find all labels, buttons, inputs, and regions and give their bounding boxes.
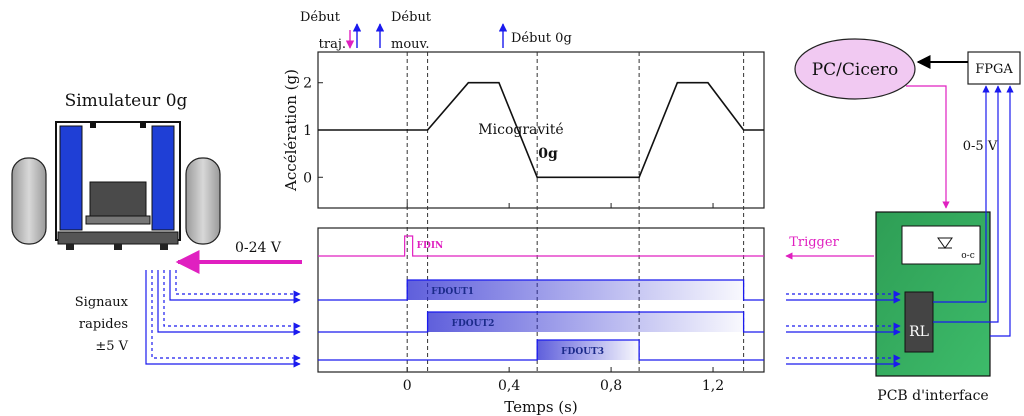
right-tank-icon bbox=[185, 157, 221, 245]
x-tick-label: 1,2 bbox=[702, 378, 724, 394]
fdout1-fill bbox=[407, 280, 744, 300]
signals-chart: Temps (s) 0 0,4 0,8 1,2 FDIN FDOUT1FDOUT2FDOU… bbox=[317, 227, 765, 416]
fdin-label: FDIN bbox=[417, 241, 444, 251]
signals-label-line3: ±5 V bbox=[95, 339, 128, 354]
fdout2-fill bbox=[427, 312, 744, 332]
fdout3-fill bbox=[537, 340, 640, 360]
pc-label: PC/Cicero bbox=[812, 60, 899, 80]
fdout2-label: FDOUT2 bbox=[452, 319, 495, 329]
fdout1-trace bbox=[318, 279, 764, 301]
fpga-label: FPGA bbox=[975, 62, 1013, 77]
fdout2-trace bbox=[318, 311, 764, 333]
fdout3-label: FDOUT3 bbox=[561, 347, 604, 357]
pc-node bbox=[794, 38, 916, 100]
left-tank-icon bbox=[11, 157, 47, 245]
x-tick-label: 0,8 bbox=[600, 378, 622, 394]
acceleration-series-line bbox=[318, 81, 764, 179]
x-tick-label: 0,4 bbox=[498, 378, 520, 394]
oc-label: o-c bbox=[961, 251, 975, 261]
debut-traj-label-line2: traj. bbox=[319, 37, 346, 52]
simulator-base-icon bbox=[57, 231, 179, 245]
debut-0g-label: Début 0g bbox=[511, 31, 572, 46]
foot-icon bbox=[66, 244, 74, 250]
pc-trigger-line bbox=[906, 85, 950, 209]
simulator-title: Simulateur 0g bbox=[65, 91, 188, 111]
fpga-node bbox=[967, 51, 1021, 85]
event-labels: Début traj. Début mouv. Début 0g bbox=[300, 10, 572, 52]
signals-label-line1: Signaux bbox=[75, 295, 129, 310]
right-hardware: PC/Cicero FPGA o-c RL PCB d'interface 0-… bbox=[785, 38, 1021, 404]
simulator-left-panel-icon bbox=[59, 125, 83, 231]
bolt-icon bbox=[90, 122, 96, 128]
signals-label-line2: rapides bbox=[79, 317, 128, 332]
bolt-icon bbox=[140, 122, 146, 128]
x-tick-label: 0 bbox=[403, 378, 412, 394]
voltage-label: 0-24 V bbox=[235, 240, 282, 256]
rl-label: RL bbox=[909, 324, 929, 340]
foot-icon bbox=[114, 244, 122, 250]
range-label: 0-5 V bbox=[963, 139, 998, 154]
fdout3-trace bbox=[318, 339, 764, 361]
y-tick-label: 0 bbox=[303, 170, 312, 186]
debut-mouv-label-line1: Début bbox=[391, 10, 432, 25]
pcb-label: PCB d'interface bbox=[877, 388, 988, 404]
trigger-label: Trigger bbox=[789, 235, 839, 250]
simulator-group: Simulateur 0g 0-24 V Signaux rap bbox=[11, 91, 302, 368]
fast-signal-lines bbox=[145, 270, 301, 368]
chart-to-pcb-lines bbox=[786, 290, 901, 368]
y-axis-label: Accélération (g) bbox=[282, 69, 300, 192]
foot-icon bbox=[160, 244, 168, 250]
debut-mouv-label-line2: mouv. bbox=[391, 37, 429, 52]
annotation-micogravite: Micogravité bbox=[478, 122, 563, 138]
y-tick-label: 2 bbox=[303, 76, 312, 92]
debut-traj-label-line1: Début bbox=[300, 10, 341, 25]
relay-icon bbox=[904, 291, 934, 353]
fdin-trace bbox=[318, 235, 764, 257]
seat-base-icon bbox=[85, 215, 151, 225]
pcb-to-fpga-lines bbox=[933, 85, 1014, 337]
seat-icon bbox=[89, 181, 147, 219]
simulator-right-panel-icon bbox=[151, 125, 175, 231]
fdout1-label: FDOUT1 bbox=[431, 287, 474, 297]
x-axis-label: Temps (s) bbox=[504, 398, 577, 416]
y-tick-label: 1 bbox=[303, 123, 312, 139]
diode-icon bbox=[937, 237, 953, 249]
annotation-0g: 0g bbox=[538, 146, 558, 162]
optocoupler-icon bbox=[901, 225, 981, 265]
